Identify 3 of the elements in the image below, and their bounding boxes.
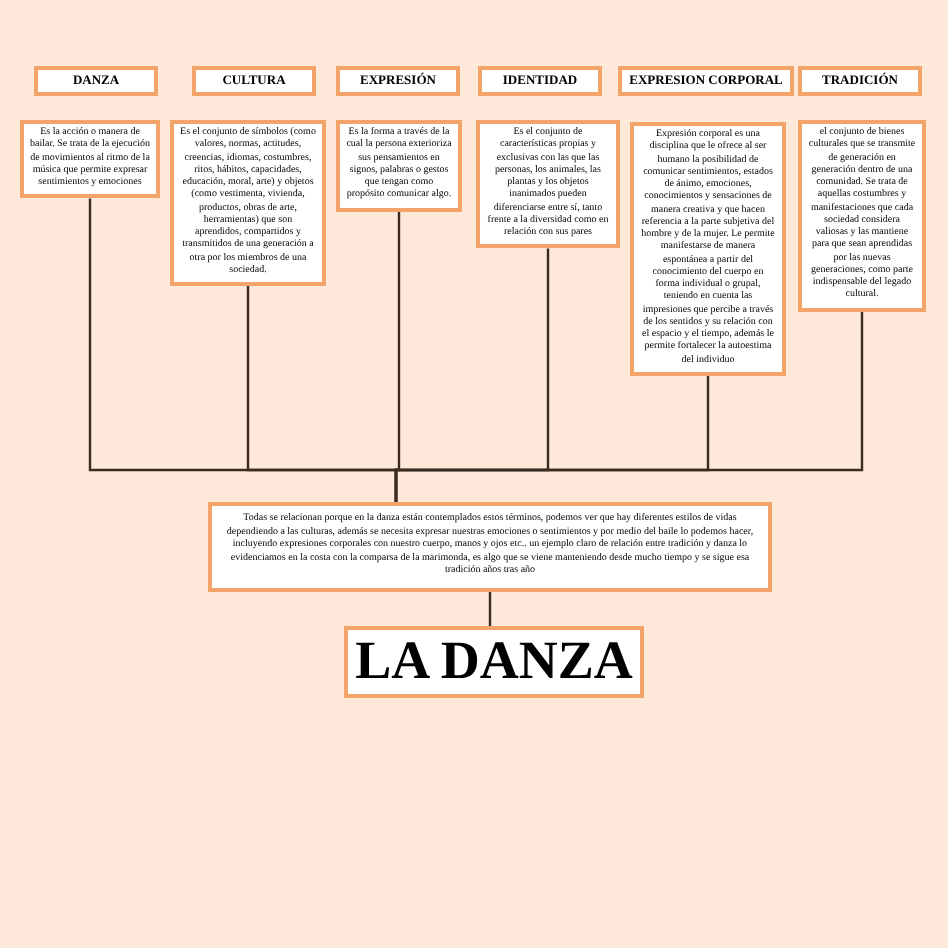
title-box: LA DANZA	[344, 626, 644, 698]
connector-line	[488, 591, 492, 626]
connector-line	[394, 311, 864, 502]
